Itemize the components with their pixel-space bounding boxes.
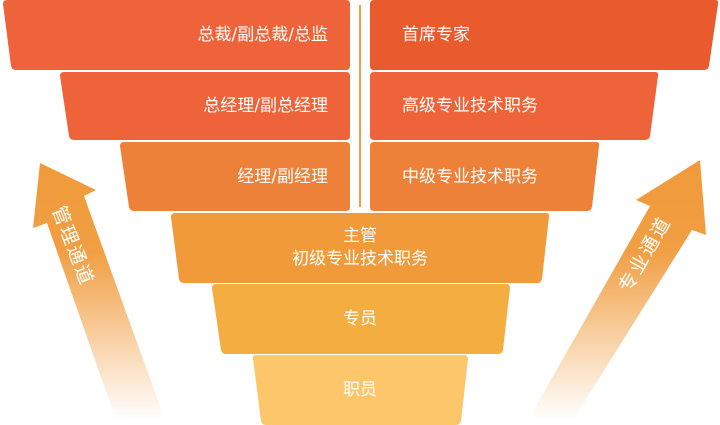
- tier-left-3-label: 经理/副经理: [237, 167, 328, 187]
- tier-right-2-label: 高级专业技术职务: [402, 96, 538, 116]
- tier-left-2: [60, 72, 350, 140]
- tier-left-3: [120, 142, 350, 211]
- tier-right-3-label: 中级专业技术职务: [402, 167, 538, 187]
- tier-shared-1: [171, 213, 550, 283]
- tier-shared-2-label: 专员: [343, 309, 377, 329]
- tier-right-3: [370, 142, 600, 211]
- tier-right-1-label: 首席专家: [402, 25, 470, 45]
- tier-shared-1-label-line2: 初级专业技术职务: [292, 249, 428, 269]
- tier-left-1: [3, 0, 350, 70]
- tier-shared-2: [212, 284, 510, 354]
- column-divider: [359, 5, 361, 207]
- tier-shared-3-label: 职员: [343, 380, 377, 400]
- tier-left-1-label: 总裁/副总裁/总监: [197, 25, 328, 45]
- tier-right-1: [370, 0, 719, 70]
- tier-right-2: [370, 72, 659, 140]
- professional-arrow-icon: [528, 160, 706, 420]
- tier-shared-1-label-line1: 主管: [343, 226, 377, 246]
- tier-shared-3: [252, 355, 468, 425]
- tier-left-2-label: 总经理/副总经理: [203, 96, 328, 116]
- management-arrow-icon: [33, 163, 165, 420]
